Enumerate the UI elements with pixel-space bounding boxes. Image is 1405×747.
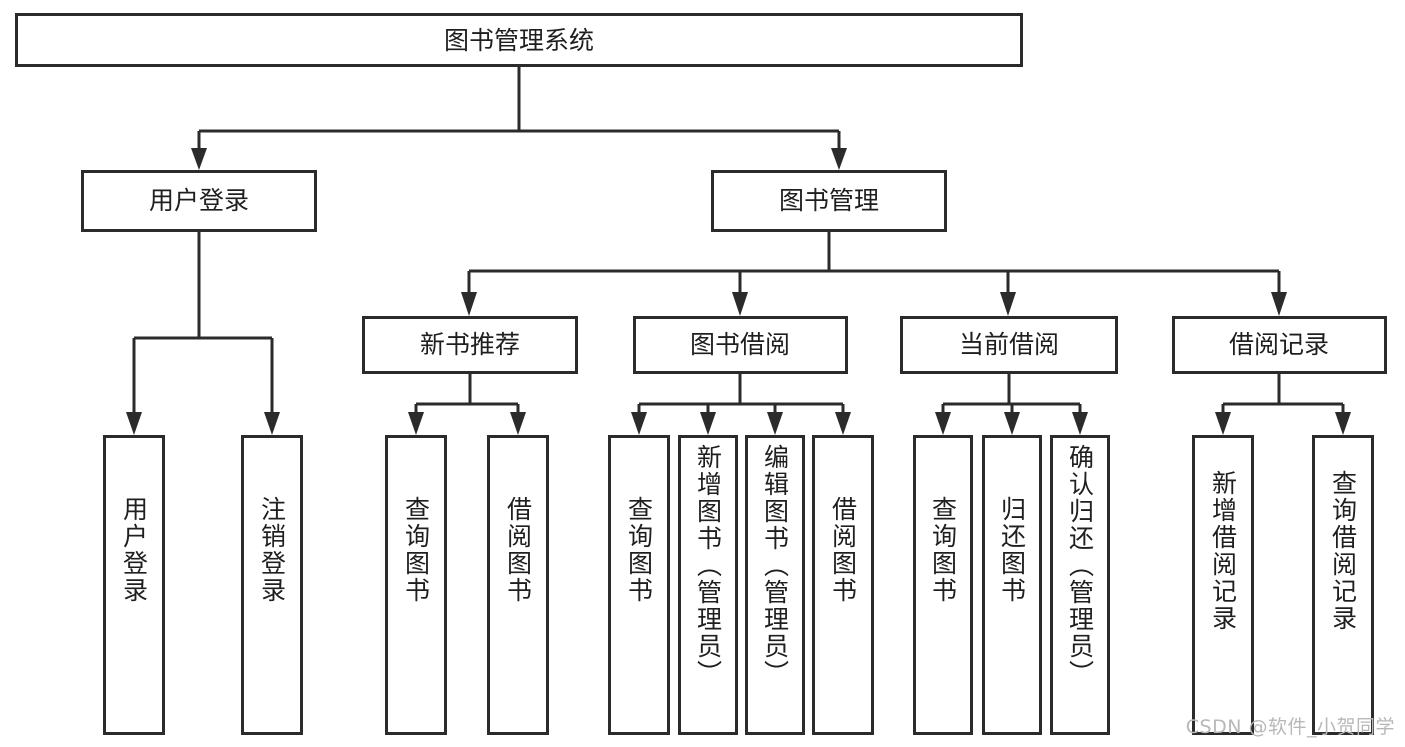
arrow-head-icon	[1215, 412, 1231, 435]
node-current-borrow-box	[900, 316, 1118, 374]
arrow-head-icon	[191, 148, 207, 170]
leaf-query-borrow-record-box[interactable]	[1312, 435, 1374, 735]
node-root[interactable]: 图书管理系统	[15, 13, 1023, 67]
leaf-add-book-admin-box[interactable]	[678, 435, 738, 735]
node-root-box	[15, 13, 1023, 67]
arrow-head-icon	[408, 412, 424, 435]
node-root-label: 图书管理系统	[444, 26, 594, 55]
node-borrow-record-box	[1172, 316, 1387, 374]
arrow-head-icon	[835, 412, 851, 435]
node-current-borrow[interactable]: 当前借阅	[900, 316, 1118, 374]
leaf-confirm-return-admin-box[interactable]	[1050, 435, 1110, 735]
arrow-head-icon	[700, 412, 716, 435]
leaf-add-borrow-record-box[interactable]	[1192, 435, 1254, 735]
node-new-book-recommend-label: 新书推荐	[420, 330, 520, 359]
arrow-head-icon	[1000, 292, 1016, 316]
leaf-user-login-box[interactable]	[103, 435, 165, 735]
arrow-head-icon	[126, 412, 142, 435]
node-book-manage[interactable]: 图书管理	[711, 170, 947, 232]
connector-current-borrow-to-leaves	[935, 374, 1088, 435]
node-book-manage-box	[711, 170, 947, 232]
node-user-login[interactable]: 用户登录	[81, 170, 317, 232]
leaf-borrow-book-rec-box[interactable]	[487, 435, 549, 735]
leaf-return-book-box[interactable]	[982, 435, 1042, 735]
connector-book-manage-to-level2	[461, 232, 1287, 316]
node-book-borrow-label: 图书借阅	[690, 330, 790, 359]
arrow-head-icon	[461, 292, 477, 316]
node-user-login-box	[81, 170, 317, 232]
node-new-book-recommend[interactable]: 新书推荐	[362, 316, 578, 374]
leaf-query-book-rec-box[interactable]	[385, 435, 447, 735]
node-book-manage-label: 图书管理	[779, 186, 879, 215]
connector-root-to-level1	[191, 66, 847, 170]
connector-borrow-record-to-leaves	[1215, 374, 1351, 435]
node-book-borrow[interactable]: 图书借阅	[633, 316, 848, 374]
arrow-head-icon	[1335, 412, 1351, 435]
connector-new-book-recommend-to-leaves	[408, 374, 526, 435]
leaf-borrow-book-box[interactable]	[812, 435, 874, 735]
arrow-head-icon	[264, 412, 280, 435]
connector-user-login-to-leaves	[126, 232, 280, 435]
arrow-head-icon	[767, 412, 783, 435]
arrow-head-icon	[1271, 292, 1287, 316]
node-borrow-record-label: 借阅记录	[1229, 330, 1329, 359]
arrow-head-icon	[732, 292, 748, 316]
leaf-boxes	[103, 435, 1374, 735]
node-borrow-record[interactable]: 借阅记录	[1172, 316, 1387, 374]
leaf-edit-book-admin-box[interactable]	[745, 435, 805, 735]
connector-book-borrow-to-leaves	[631, 374, 851, 435]
node-book-borrow-box	[633, 316, 848, 374]
arrow-head-icon	[1072, 412, 1088, 435]
arrow-head-icon	[631, 412, 647, 435]
arrow-head-icon	[510, 412, 526, 435]
leaf-logout-box[interactable]	[241, 435, 303, 735]
node-user-login-label: 用户登录	[149, 186, 249, 215]
node-new-book-recommend-box	[362, 316, 578, 374]
arrow-head-icon	[1004, 412, 1020, 435]
arrow-head-icon	[831, 148, 847, 170]
leaf-query-book-current-box[interactable]	[913, 435, 973, 735]
watermark-text: CSDN @软件_小贺同学	[1185, 716, 1395, 738]
node-current-borrow-label: 当前借阅	[959, 330, 1059, 359]
leaf-query-book-borrow-box[interactable]	[608, 435, 670, 735]
arrow-head-icon	[935, 412, 951, 435]
